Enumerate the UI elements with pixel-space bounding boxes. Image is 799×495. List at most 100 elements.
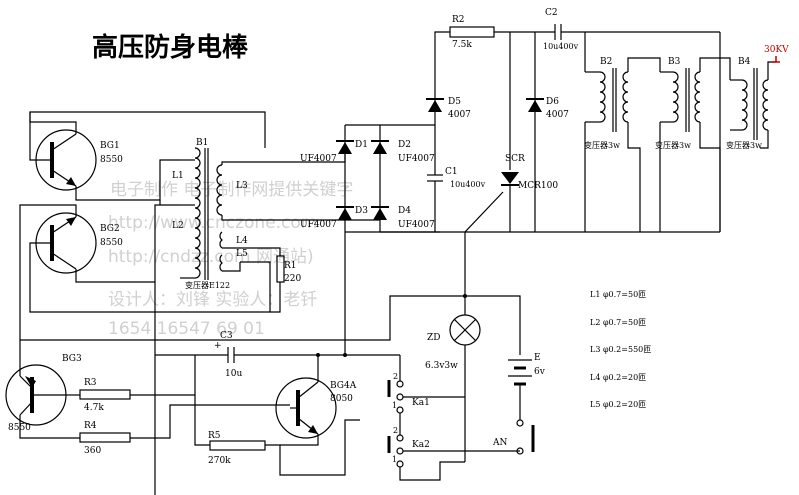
watermark-line-2: http://www.cnczone.com: [108, 213, 317, 233]
note-l3: L3 φ0.2=550匝: [590, 345, 651, 354]
r4-resistor: [79, 432, 131, 443]
bg4a-name: BG4A: [330, 381, 357, 391]
d1-value: UF4007: [300, 154, 337, 164]
r2-name: R2: [452, 15, 465, 25]
bg4a-transistor: [275, 377, 337, 439]
r5-value: 270k: [208, 456, 231, 466]
ka1-label: Ka1: [412, 398, 430, 408]
d3-name: D3: [355, 206, 368, 216]
d4-value: UF4007: [398, 220, 435, 230]
d3-diode: [338, 208, 352, 220]
d2-diode: [373, 142, 387, 154]
zd-name: ZD: [427, 333, 440, 343]
d2-value: UF4007: [398, 154, 435, 164]
c2-name: C2: [545, 8, 558, 18]
an-label: AN: [492, 438, 507, 448]
r2-value: 7.5k: [452, 40, 472, 50]
d5-diode: [428, 100, 442, 112]
r2-resistor: [449, 26, 495, 38]
battery-name: E: [534, 353, 541, 363]
c2-value: 10u400v: [543, 42, 579, 51]
battery-value: 6v: [534, 367, 546, 377]
lamp-zd: [449, 296, 481, 462]
c3-plus: +: [214, 341, 222, 351]
scr-thyristor: [501, 172, 519, 184]
r3-value: 4.7k: [84, 403, 104, 413]
d4-diode: [373, 208, 387, 220]
bridge-rectifier: [336, 124, 440, 233]
b2-name: B2: [600, 57, 612, 67]
b4-name: B4: [738, 57, 751, 67]
ka2-pin-1: 1: [392, 455, 397, 464]
r5-resistor: [209, 440, 266, 451]
bg3-value: 8550: [8, 423, 31, 433]
schematic-title: 高压防身电棒: [92, 32, 249, 63]
b3-name: B3: [668, 57, 681, 67]
d1-name: D1: [355, 140, 368, 150]
bg2-transistor: [34, 212, 97, 274]
note-l1: L1 φ0.7=50匝: [590, 290, 646, 299]
c1-value: 10u400v: [450, 180, 486, 189]
bg3-transistor: [5, 364, 67, 426]
r1-name: R1: [284, 261, 297, 271]
bg1-name: BG1: [100, 141, 120, 151]
d4-name: D4: [398, 206, 411, 216]
bg1-transistor: [34, 129, 97, 191]
r1-value: 220: [284, 274, 301, 284]
d5-value: 4007: [448, 110, 471, 120]
bg1-value: 8550: [100, 155, 123, 165]
ka2-label: Ka2: [412, 440, 430, 450]
note-l2: L2 φ0.7=50匝: [590, 318, 646, 327]
watermark-line-5: 1654 16547 69 01: [108, 319, 265, 339]
c3-value: 10u: [225, 369, 242, 379]
d6-value: 4007: [546, 110, 569, 120]
bg4a-value: 8050: [330, 394, 353, 404]
l3-label: L3: [236, 181, 248, 191]
watermark-line-3: http://cndzz.com 网通站): [108, 247, 314, 267]
ka1-pin-2: 2: [393, 372, 398, 381]
relay-ka1: [387, 355, 465, 414]
watermark-line-1: 电子制作 电子制作网提供关键字: [110, 180, 353, 200]
d1-diode: [338, 142, 352, 154]
b1-name: B1: [196, 138, 208, 148]
watermark: 电子制作 电子制作网提供关键字 http://www.cnczone.com h…: [108, 180, 353, 339]
r3-resistor: [79, 389, 131, 400]
l2-label: L2: [172, 221, 184, 231]
switch-an: [516, 419, 535, 455]
c3-name: C3: [220, 331, 233, 341]
bg3-name: BG3: [62, 354, 82, 364]
note-l5: L5 φ0.2=20匝: [590, 400, 646, 409]
b4-label: 变压器3w: [726, 140, 762, 150]
r5-name: R5: [208, 431, 221, 441]
l4-label: L4: [236, 236, 248, 246]
relay-ka2: [387, 413, 520, 481]
transformer-b4: [719, 32, 780, 232]
b3-label: 变压器3w: [655, 140, 691, 150]
d2-name: D2: [398, 140, 411, 150]
scr-name: SCR: [505, 154, 525, 164]
c1-name: C1: [445, 167, 458, 177]
d6-diode: [528, 100, 542, 112]
bg2-value: 8550: [100, 238, 123, 248]
transformer-b2: [584, 32, 661, 232]
r4-name: R4: [84, 421, 97, 431]
scr-value: MCR100: [518, 181, 558, 191]
ka1-pin-1: 1: [392, 401, 397, 410]
d5-name: D5: [448, 97, 461, 107]
note-l4: L4 φ0.2=20匝: [590, 373, 646, 382]
zd-value: 6.3v3w: [425, 361, 458, 371]
r3-name: R3: [84, 378, 97, 388]
d6-name: D6: [546, 97, 559, 107]
l5-label: L5: [236, 249, 248, 259]
bg2-name: BG2: [100, 224, 120, 234]
r4-value: 360: [84, 446, 101, 456]
winding-notes: L1 φ0.7=50匝 L2 φ0.7=50匝 L3 φ0.2=550匝 L4 …: [590, 290, 651, 409]
ka2-pin-2: 2: [393, 426, 398, 435]
l1-label: L1: [172, 171, 184, 181]
d3-value: UF4007: [300, 220, 337, 230]
battery-e: [465, 295, 532, 420]
watermark-line-4: 设计人：刘锋 实验人：老钎: [108, 290, 317, 310]
b2-label: 变压器3w: [584, 140, 620, 150]
hv-output-label: 30KV: [764, 45, 789, 55]
